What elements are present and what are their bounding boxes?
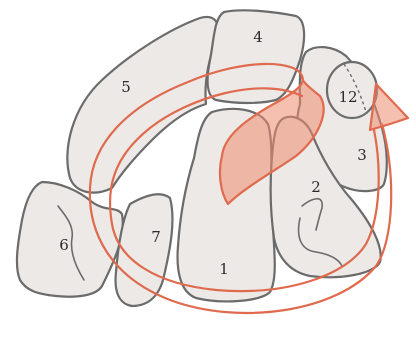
- label-4: 4: [253, 28, 263, 46]
- arrow-head: [370, 84, 408, 130]
- region-6: [17, 182, 123, 297]
- label-7: 7: [151, 228, 161, 246]
- label-2: 2: [311, 178, 321, 196]
- label-1: 1: [219, 260, 229, 278]
- label-12: 12: [338, 88, 357, 106]
- label-6: 6: [59, 236, 69, 254]
- label-3: 3: [357, 146, 367, 164]
- label-5: 5: [121, 78, 131, 96]
